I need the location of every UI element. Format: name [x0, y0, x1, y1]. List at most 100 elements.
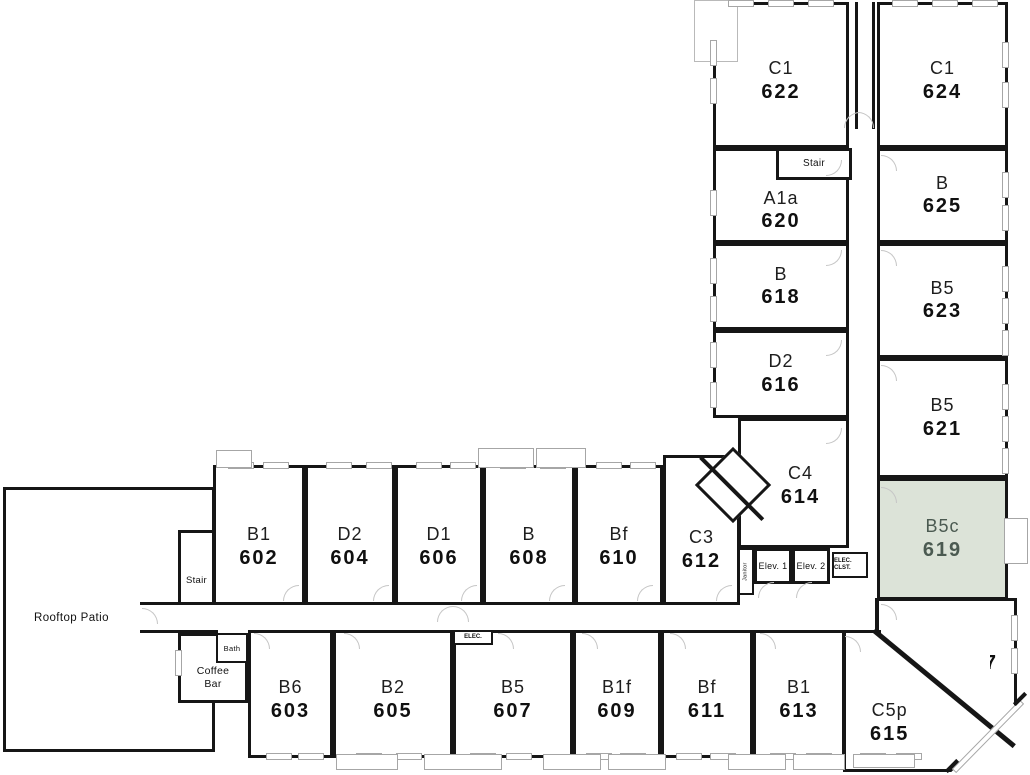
- window: [416, 462, 442, 469]
- unit-620-number: 620: [761, 210, 801, 233]
- unit-618-type: B: [774, 263, 788, 284]
- window: [1002, 416, 1009, 442]
- window: [506, 753, 532, 760]
- window: [972, 0, 998, 7]
- unit-610-number: 610: [599, 546, 639, 569]
- unit-613-number: 613: [779, 699, 819, 722]
- window: [1002, 298, 1009, 324]
- window: [1002, 42, 1009, 68]
- elevator-1: Elev. 1: [754, 548, 792, 584]
- window-bay: [853, 754, 915, 768]
- unit-625-number: 625: [922, 195, 963, 218]
- window: [932, 0, 958, 7]
- janitor-label: Janitor: [742, 562, 749, 581]
- unit-623[interactable]: B5 623: [877, 243, 1008, 358]
- unit-604[interactable]: D2 604: [305, 465, 395, 605]
- window: [892, 0, 918, 7]
- unit-611-type: Bf: [697, 677, 717, 698]
- unit-608-type: B: [522, 524, 536, 545]
- window: [710, 40, 717, 66]
- electrical-closet: ELEC. CLST.: [832, 552, 868, 578]
- unit-613[interactable]: B1 613: [753, 630, 845, 758]
- elec-closet-corridor: ELEC.: [453, 630, 493, 645]
- unit-615-number: 615: [870, 722, 910, 745]
- window: [326, 462, 352, 469]
- unit-616-type: D2: [768, 351, 794, 372]
- window-bay: [336, 754, 398, 770]
- door-swing-icon: [758, 582, 774, 598]
- window: [266, 753, 292, 760]
- unit-611-number: 611: [687, 699, 727, 722]
- unit-624-type: C1: [929, 58, 955, 79]
- unit-609[interactable]: B1f 609: [573, 630, 661, 758]
- unit-618[interactable]: B 618: [713, 243, 849, 330]
- unit-625-type: B: [935, 172, 949, 193]
- unit-625[interactable]: B 625: [877, 148, 1008, 243]
- unit-619-selected[interactable]: B5c 619: [877, 478, 1008, 600]
- unit-603-type: B6: [278, 677, 303, 698]
- window-bay: [536, 448, 586, 468]
- window: [366, 462, 392, 469]
- unit-610-type: Bf: [609, 524, 629, 545]
- window: [710, 342, 717, 368]
- window: [1002, 384, 1009, 410]
- unit-602-type: B1: [246, 524, 272, 545]
- unit-612-number: 612: [681, 549, 722, 572]
- stair-west: Stair: [178, 530, 215, 607]
- unit-621[interactable]: B5 621: [877, 358, 1008, 478]
- window: [676, 753, 702, 760]
- window: [1002, 330, 1009, 356]
- unit-606[interactable]: D1 606: [395, 465, 483, 605]
- unit-614-number: 614: [780, 485, 821, 508]
- unit-606-type: D1: [426, 524, 452, 545]
- door-swing-icon: [437, 606, 453, 622]
- window: [596, 462, 622, 469]
- window-bay: [728, 754, 786, 770]
- unit-620-type: A1a: [763, 187, 799, 208]
- window: [808, 0, 834, 7]
- window: [1002, 205, 1009, 231]
- elec-label: ELEC.: [464, 633, 482, 640]
- unit-622-type: C1: [768, 58, 794, 79]
- wall-segment: [843, 630, 881, 633]
- unit-605[interactable]: B2 605: [333, 630, 453, 758]
- window: [1011, 648, 1018, 674]
- stair-top-label: Stair: [802, 158, 826, 169]
- unit-616[interactable]: D2 616: [713, 330, 849, 418]
- window: [710, 382, 717, 408]
- unit-616-number: 616: [761, 373, 801, 396]
- unit-624[interactable]: C1 624: [877, 2, 1008, 148]
- electrical-closet-label: ELEC. CLST.: [834, 557, 852, 571]
- unit-609-number: 609: [597, 699, 637, 722]
- unit-608[interactable]: B 608: [483, 465, 575, 605]
- unit-618-number: 618: [761, 286, 801, 309]
- window: [1011, 615, 1018, 641]
- wall-segment: [875, 598, 879, 632]
- elevator-2: Elev. 2: [792, 548, 830, 584]
- window: [263, 462, 289, 469]
- bath: Bath: [216, 633, 248, 663]
- elevator-2-label: Elev. 2: [796, 560, 826, 571]
- window-bay: [793, 754, 845, 770]
- unit-619-type: B5c: [925, 516, 960, 537]
- unit-609-type: B1f: [601, 677, 633, 698]
- window: [728, 0, 754, 7]
- unit-605-type: B2: [380, 677, 406, 698]
- unit-603-number: 603: [270, 699, 311, 722]
- rooftop-patio-label: Rooftop Patio: [34, 612, 109, 624]
- unit-606-number: 606: [419, 546, 459, 569]
- window-bay: [478, 448, 534, 468]
- window-bay: [543, 754, 601, 770]
- unit-615[interactable]: C5p 615: [843, 630, 990, 772]
- unit-602[interactable]: B1 602: [213, 465, 305, 605]
- unit-610[interactable]: Bf 610: [575, 465, 663, 605]
- window: [1002, 266, 1009, 292]
- stair-west-label: Stair: [185, 574, 208, 586]
- unit-621-number: 621: [922, 417, 963, 440]
- unit-603[interactable]: B6 603: [248, 630, 333, 758]
- unit-607[interactable]: B5 607: [453, 630, 573, 758]
- unit-611[interactable]: Bf 611: [661, 630, 753, 758]
- window-bay: [1004, 518, 1028, 564]
- window: [710, 190, 717, 216]
- window-bay: [216, 450, 252, 468]
